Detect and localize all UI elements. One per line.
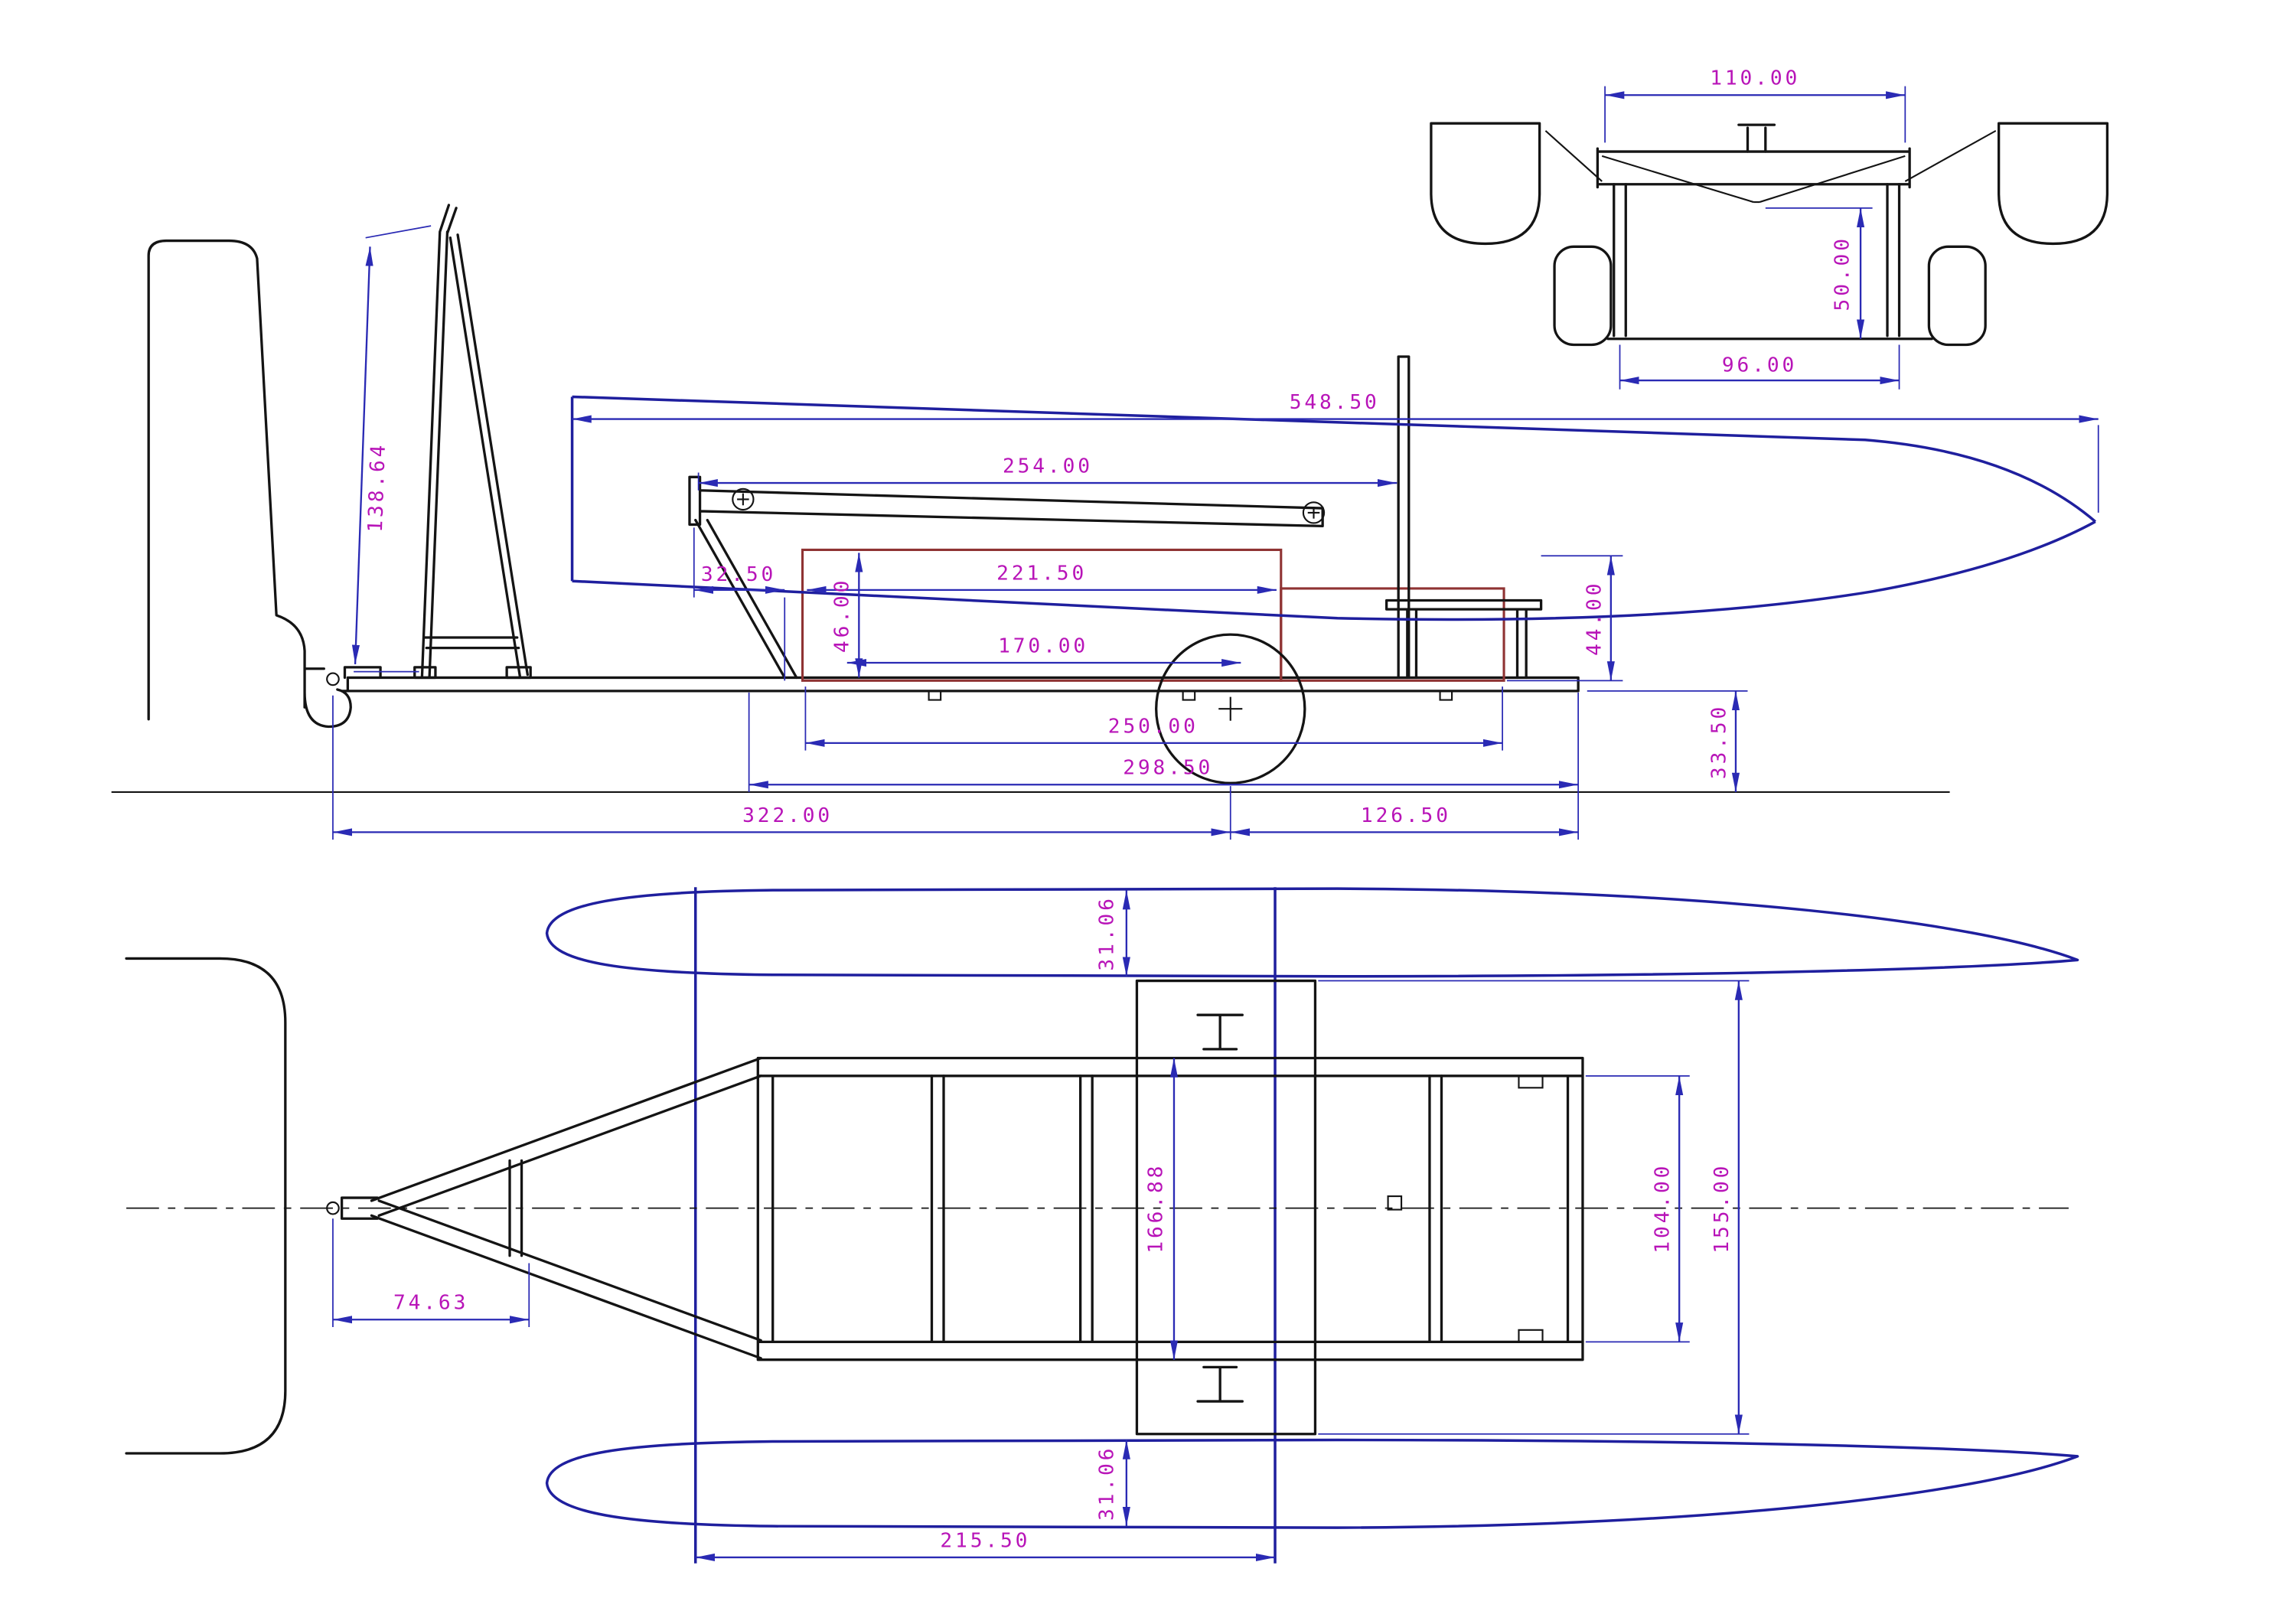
tongue-crossmember bbox=[508, 1159, 523, 1257]
hull-plan-bottom bbox=[545, 1438, 2079, 1529]
frame-rails bbox=[756, 1056, 1584, 1361]
left-hull-section bbox=[1430, 122, 1541, 246]
rear-bench bbox=[1384, 598, 1543, 680]
frame-crossmembers bbox=[930, 1075, 1443, 1344]
side-view: 548.50 254.00 138.64 32.50 221.50 46.00 … bbox=[111, 204, 2099, 840]
dim-deck-span: 298.50 bbox=[1123, 757, 1213, 780]
plan-extension-lines bbox=[332, 980, 1750, 1435]
hitch-ball bbox=[326, 672, 340, 686]
dim-support-span: 250.00 bbox=[1108, 715, 1199, 738]
plan-view: 31.06 166.88 104.00 155.00 74.63 31.06 2… bbox=[125, 887, 2079, 1564]
winch-mast bbox=[1397, 355, 1411, 678]
dim-frame-inner-width: 104.00 bbox=[1652, 1163, 1675, 1254]
dim-frame-outer-width: 166.88 bbox=[1144, 1163, 1167, 1254]
dim-bunk-rail-length: 254.00 bbox=[1003, 455, 1093, 478]
dim-mast-support-length: 138.64 bbox=[364, 442, 390, 533]
front-diagonal-brace bbox=[694, 518, 798, 680]
rear-braces bbox=[1544, 129, 1997, 204]
dim-rear-hull-width: 31.06 bbox=[1095, 1446, 1118, 1521]
mast-support-frame bbox=[413, 204, 532, 680]
rear-center-post bbox=[1737, 123, 1776, 153]
dim-cradle-inner-length: 170.00 bbox=[998, 634, 1088, 657]
rear-wheel-right bbox=[1927, 245, 1987, 347]
dim-axle-to-rear: 126.50 bbox=[1361, 804, 1451, 827]
dim-hitch-to-axle: 322.00 bbox=[742, 804, 833, 827]
wheel-fender-box bbox=[1135, 979, 1317, 1436]
dim-axle-track: 96.00 bbox=[1722, 354, 1797, 377]
hitch-ball-plan bbox=[326, 1201, 340, 1215]
bunk-roller-rear bbox=[1302, 501, 1326, 524]
right-hull-section bbox=[1997, 122, 2109, 246]
dim-cradle-height: 46.00 bbox=[831, 578, 854, 653]
side-extension-lines bbox=[332, 225, 2099, 840]
dim-cradle-length: 221.50 bbox=[996, 562, 1087, 585]
bunk-rail bbox=[688, 475, 1324, 528]
wheel-hub-cross bbox=[1218, 696, 1243, 721]
jack-plate bbox=[1387, 1195, 1403, 1211]
rear-rack-box bbox=[1280, 587, 1505, 682]
hull-plan-top bbox=[545, 887, 2079, 978]
rear-extension-lines bbox=[1604, 86, 1906, 390]
rear-crossbar bbox=[1596, 147, 1911, 189]
roller-cross-marks bbox=[737, 493, 1320, 519]
frame-brackets bbox=[1518, 1075, 1544, 1343]
winch-stand-symbols bbox=[1196, 1013, 1244, 1403]
dim-hitch-to-crossmember: 74.63 bbox=[393, 1292, 468, 1315]
rear-upright-posts bbox=[1613, 183, 1901, 338]
tow-car-plan bbox=[125, 957, 287, 1455]
rear-wheel-left bbox=[1553, 245, 1613, 347]
dim-crossbeam-spacing: 215.50 bbox=[940, 1529, 1030, 1552]
trailer-deck bbox=[340, 666, 1580, 693]
dim-crossbar-width: 110.00 bbox=[1710, 67, 1800, 90]
rear-view: 110.00 50.00 96.00 bbox=[1430, 67, 2109, 390]
crossbeams-plan bbox=[693, 887, 1277, 1564]
dim-rear-rack-height: 44.00 bbox=[1583, 581, 1606, 656]
hull-side-profile bbox=[570, 395, 2096, 621]
bunk-roller-front bbox=[732, 488, 755, 511]
dim-front-hull-width: 31.06 bbox=[1095, 895, 1118, 970]
deck-feet bbox=[928, 690, 1453, 701]
dim-overall-width: 155.00 bbox=[1711, 1163, 1733, 1254]
dim-upright-height: 50.00 bbox=[1831, 236, 1854, 311]
dim-hull-length: 548.50 bbox=[1290, 391, 1380, 414]
tongue-a-frame bbox=[370, 1056, 762, 1360]
coupler-plan bbox=[340, 1196, 379, 1220]
dim-bunk-front-offset: 32.50 bbox=[701, 563, 776, 586]
tow-car-rear bbox=[147, 239, 352, 729]
dim-line-mast-support-length bbox=[351, 246, 373, 665]
dim-deck-height: 33.50 bbox=[1707, 704, 1730, 779]
